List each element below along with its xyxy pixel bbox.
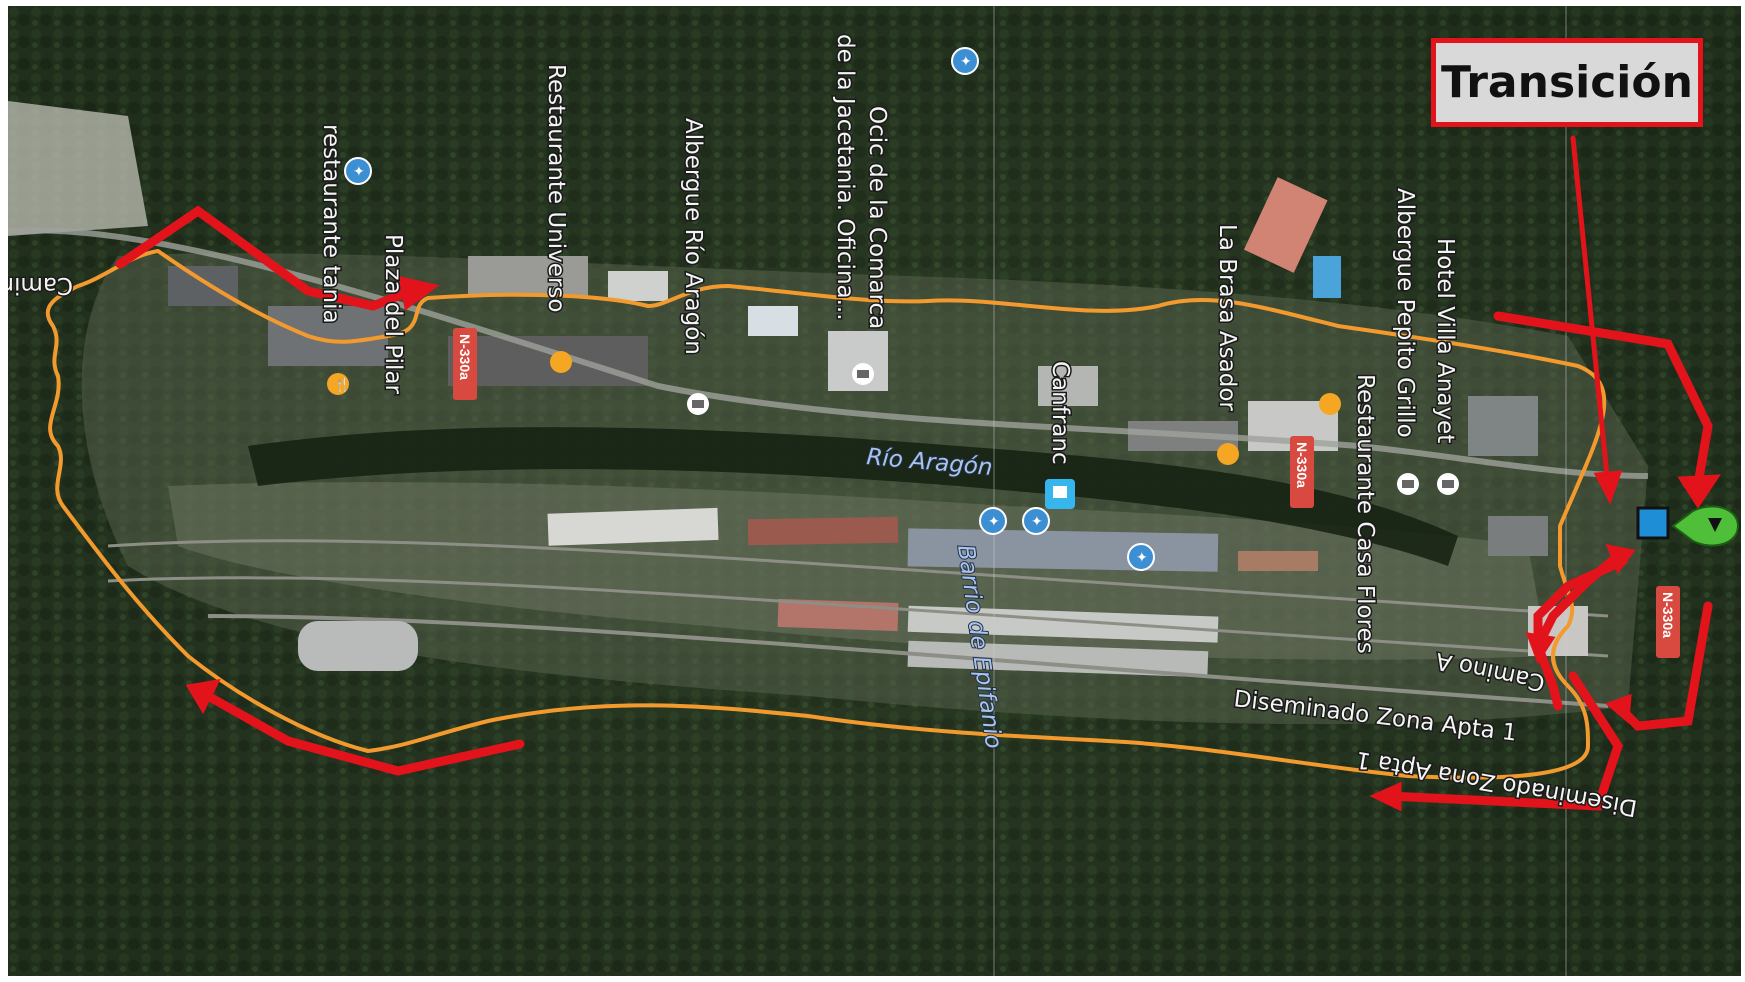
restaurant-icon[interactable]: 🍴 (327, 373, 350, 395)
svg-text:✦: ✦ (960, 54, 972, 70)
map-canvas: restaurante tania Plaza del Pilar Restau… (8, 6, 1741, 976)
arrow-head-top-right (1677, 474, 1721, 509)
arrow-head-transition (1593, 470, 1623, 505)
road-shield-3: N-330a (1656, 586, 1680, 658)
label-la-brasa-asador[interactable]: La Brasa Asador (1213, 223, 1242, 413)
arrow-head-top-left (398, 276, 440, 311)
svg-text:N-330a: N-330a (1294, 442, 1310, 488)
transition-label: Transición (1441, 57, 1693, 108)
rail-yard (107, 507, 1609, 708)
svg-text:N-330a: N-330a (1660, 592, 1676, 638)
tourist-info-icon[interactable]: ✦ (344, 157, 372, 185)
hotel-icon[interactable] (1397, 473, 1419, 495)
arrow-bottom-left (203, 691, 525, 776)
label-hotel-villa-anayet[interactable]: Hotel Villa Anayet (1431, 237, 1460, 445)
label-restaurante-casa-flores[interactable]: Restaurante Casa Flores (1351, 373, 1380, 656)
main-road (8, 227, 1649, 479)
svg-text:✦: ✦ (1136, 550, 1148, 566)
valley-floor (168, 482, 1548, 660)
road-shield-1: N-330a (453, 328, 477, 400)
upper-left-clearing (8, 101, 148, 236)
label-albergue-rio-aragon[interactable]: Albergue Río Aragón (679, 117, 708, 357)
label-ocic-line1[interactable]: Ocic de la Comarca (863, 105, 892, 331)
restaurant-icon[interactable] (1319, 393, 1341, 415)
direction-arrows (115, 135, 1721, 812)
hotel-icon[interactable] (852, 363, 874, 385)
transition-point-icon[interactable] (1636, 506, 1670, 540)
svg-text:N-330a: N-330a (457, 334, 473, 380)
label-restaurante-universo[interactable]: Restaurante Universo (542, 63, 571, 314)
svg-text:🍴: 🍴 (334, 377, 350, 393)
hotel-icon[interactable] (1437, 473, 1459, 495)
arrow-head-bottom-center (1369, 781, 1402, 812)
label-restaurante-tania[interactable]: restaurante tania (317, 123, 346, 326)
hotel-icon[interactable] (687, 393, 709, 415)
arrow-bottom-center (1383, 671, 1623, 811)
label-ocic-line2[interactable]: de la Jacetania. Oficina... (831, 33, 860, 323)
arrow-transition (1570, 135, 1611, 489)
arrow-head-bottom-left (185, 679, 221, 715)
arrow-top-right (1493, 311, 1713, 489)
road-shield-2: N-330a (1290, 436, 1314, 508)
svg-text:✦: ✦ (988, 514, 1000, 530)
tourist-info-icon[interactable]: ✦ (1127, 543, 1155, 571)
arrow-loop-left (1533, 556, 1628, 651)
arrow-head-loop-left (1525, 632, 1556, 665)
transition-annotation-box: Transición (1431, 38, 1703, 127)
label-camino-left[interactable]: Camin (8, 271, 75, 300)
start-marker-icon[interactable] (1671, 505, 1740, 547)
restaurant-icon[interactable] (550, 351, 572, 373)
svg-text:✦: ✦ (1031, 514, 1043, 530)
tourist-info-icon[interactable]: ✦ (979, 507, 1007, 535)
tourist-info-icon[interactable]: ✦ (951, 47, 979, 75)
label-albergue-pepito-grillo[interactable]: Albergue Pepito Grillo (1391, 187, 1420, 440)
river-trees (248, 427, 1458, 566)
route-track (45, 249, 1607, 780)
arrow-head-bottom-right (1605, 693, 1632, 725)
satellite-map[interactable]: restaurante tania Plaza del Pilar Restau… (8, 6, 1741, 976)
label-canfranc[interactable]: Canfranc (1046, 360, 1075, 467)
train-station-icon[interactable] (1045, 479, 1075, 509)
restaurant-icon[interactable] (1217, 443, 1239, 465)
label-plaza-del-pilar[interactable]: Plaza del Pilar (379, 233, 408, 397)
svg-text:✦: ✦ (353, 164, 365, 180)
arrow-start-top-left (115, 205, 423, 311)
tourist-info-icon[interactable]: ✦ (1022, 507, 1050, 535)
